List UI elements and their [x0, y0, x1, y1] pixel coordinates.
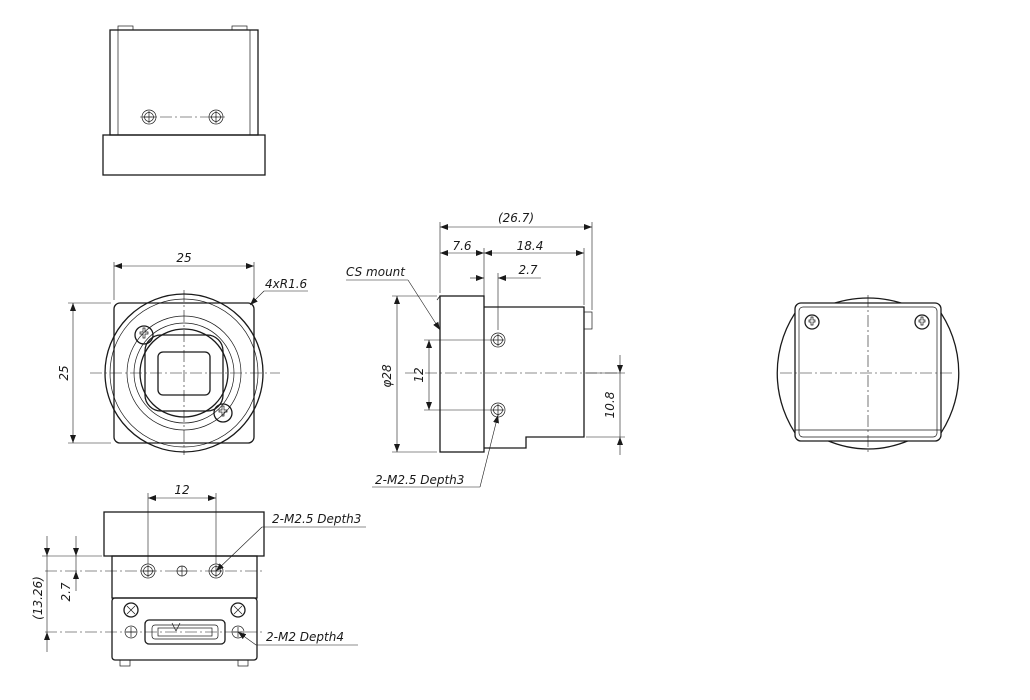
bottom-view: 12 2-M2.5 Depth3 2-M2 Depth4 (13.26) 2.7 [31, 483, 366, 667]
side-screw-note: 2-M2.5 Depth3 [375, 473, 464, 487]
dim-bottom-height: (13.26) [31, 576, 45, 620]
dim-hole-spacing: 12 [412, 367, 426, 382]
dim-overall-length: (26.7) [498, 211, 534, 225]
dim-body: 18.4 [517, 239, 544, 253]
phillips-screw-icon [213, 403, 233, 423]
dim-front-height: 25 [57, 365, 71, 380]
phillips-screw-icon [804, 314, 820, 330]
front-view: 25 25 4xR1.6 [57, 251, 308, 455]
phillips-screw-icon [134, 325, 154, 345]
connector-screw-note: 2-M2 Depth4 [266, 630, 344, 644]
screw-hole [208, 109, 224, 125]
dim-bottom-offset: 2.7 [59, 582, 73, 601]
screw-hole [490, 332, 506, 348]
top-view [102, 25, 266, 176]
phillips-screw-icon [230, 602, 246, 618]
corner-radius-label: 4xR1.6 [265, 277, 308, 291]
back-view [776, 295, 960, 455]
dim-bottom-hole-spacing: 12 [174, 483, 189, 497]
phillips-screw-icon [914, 314, 930, 330]
dim-mount-diameter: φ28 [380, 364, 394, 388]
usb-connector [144, 619, 226, 645]
screw-hole [124, 625, 138, 639]
dim-offset: 2.7 [518, 263, 537, 277]
cs-mount-label: CS mount [346, 265, 406, 279]
screw-hole [140, 563, 156, 579]
screw-hole [141, 109, 157, 125]
small-hole [176, 565, 188, 577]
side-view: (26.7) 7.6 18.4 2.7 CS mount φ28 12 10.8 [346, 211, 625, 488]
dim-body-height: 10.8 [603, 391, 617, 418]
dim-flange: 7.6 [452, 239, 471, 253]
dim-front-width: 25 [176, 251, 191, 265]
bottom-screw-note: 2-M2.5 Depth3 [272, 512, 361, 526]
screw-hole [490, 402, 506, 418]
phillips-screw-icon [123, 602, 139, 618]
